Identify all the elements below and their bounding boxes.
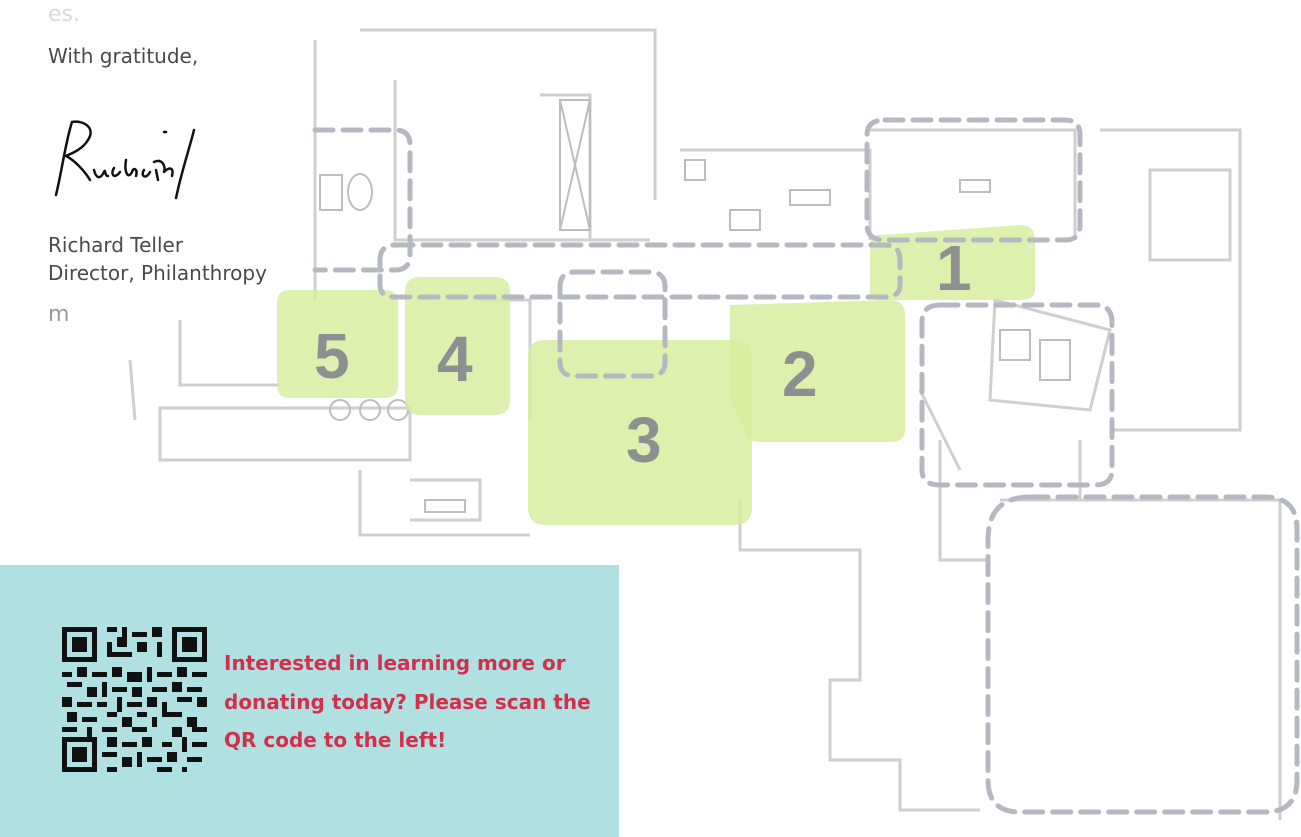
zone-number-3: 3 — [626, 404, 662, 476]
zone-2-area — [730, 300, 905, 442]
cut-off-text-mid: m — [48, 302, 72, 327]
zone-5-area — [277, 290, 398, 398]
signatory-block: Richard Teller Director, Philanthropy — [48, 231, 267, 287]
signature-icon — [54, 120, 196, 200]
cut-off-text-top: es. — [48, 2, 80, 27]
dashed-outlines — [312, 117, 1300, 815]
zone-number-4: 4 — [437, 323, 473, 395]
plan-furniture — [319, 99, 1071, 513]
zone-number-5: 5 — [314, 320, 350, 392]
zone-1-area — [870, 225, 1035, 300]
plan-walls — [128, 28, 1282, 820]
qr-code-icon[interactable] — [62, 627, 207, 772]
signatory-title: Director, Philanthropy — [48, 261, 267, 285]
cta-message: Interested in learning more or donating … — [224, 651, 591, 752]
zone-number-2: 2 — [782, 338, 818, 410]
zone-4-area — [405, 277, 510, 415]
signatory-name: Richard Teller — [48, 233, 184, 257]
zone-3-area — [528, 340, 752, 525]
highlight-zones — [277, 225, 1035, 525]
zone-number-1: 1 — [936, 232, 972, 304]
closing-line: With gratitude, — [48, 44, 199, 68]
